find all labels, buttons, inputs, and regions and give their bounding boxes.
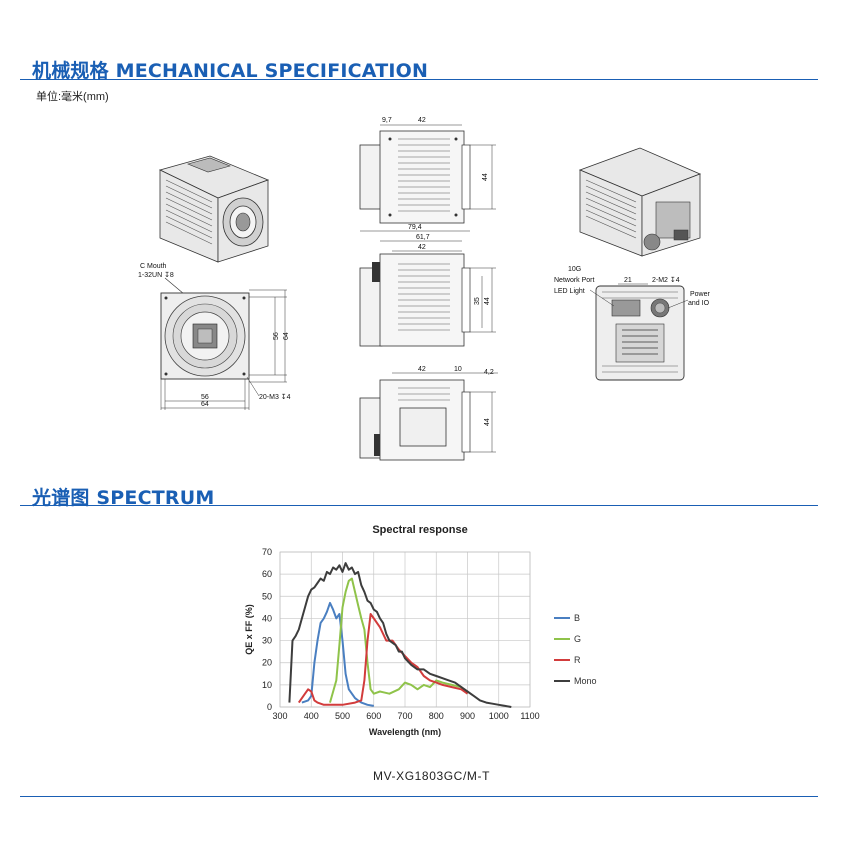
dim-mid-42: 42 — [418, 244, 426, 251]
dim-bot-44: 44 — [484, 418, 491, 426]
dim-9-7: 9,7 — [382, 117, 392, 124]
camera-iso-front-drawing — [158, 155, 270, 263]
back-m2-label: 2-M2 ↧4 — [652, 276, 680, 284]
dim-bot-42: 42 — [418, 366, 426, 373]
dim-top-42: 42 — [418, 117, 426, 124]
dim-mid-44: 44 — [484, 297, 491, 305]
x-tick-label: 1000 — [489, 711, 509, 721]
dim-top-44: 44 — [482, 173, 489, 181]
dim-61-7: 61,7 — [416, 234, 430, 241]
dim-bot-10: 10 — [454, 366, 462, 373]
series-line-mono — [288, 562, 512, 708]
camera-front-view-drawing: C Mouth 1-32UN ↧8 56 64 56 64 20-M3 ↧4 — [138, 263, 291, 410]
plot-frame — [279, 551, 531, 708]
camera-back-view-drawing: 10G Network Port LED Light 21 2-M2 ↧4 Po… — [554, 266, 711, 381]
power-label-2: and IO — [688, 300, 710, 307]
led-label: LED Light — [554, 288, 585, 295]
y-tick-label: 60 — [262, 569, 272, 579]
x-tick-label: 1100 — [520, 711, 539, 721]
spectrum-section-title: 光谱图 SPECTRUM — [32, 487, 215, 509]
x-tick-label: 600 — [366, 711, 381, 721]
x-tick-label: 700 — [397, 711, 412, 721]
camera-iso-back-drawing — [578, 147, 702, 257]
network-label-2: Network Port — [554, 277, 595, 284]
legend-label-b: B — [574, 613, 580, 623]
network-label-1: 10G — [568, 266, 581, 273]
x-tick-label: 400 — [304, 711, 319, 721]
footer-rule — [20, 796, 818, 797]
y-axis-label: QE x FF (%) — [244, 604, 254, 655]
power-label-1: Power — [690, 291, 711, 298]
chart-title: Spectral response — [372, 524, 468, 536]
dim-79-4: 79,4 — [408, 224, 422, 231]
legend-label-r: R — [574, 655, 581, 665]
legend-label-g: G — [574, 634, 581, 644]
chart-svg: 300 400 500 600 700 800 900 1000 1100 0 10 20 30 40 50… — [244, 547, 597, 737]
front-dim-64-vertical: 64 — [283, 332, 290, 340]
legend-label-mono: Mono — [574, 676, 597, 686]
x-tick-label: 900 — [460, 711, 475, 721]
y-tick-label: 20 — [262, 658, 272, 668]
front-dim-64-horizontal: 64 — [201, 401, 209, 408]
spectrum-title-rule — [20, 505, 818, 506]
y-tick-label: 70 — [262, 547, 272, 557]
mechanical-title-rule — [20, 79, 818, 80]
camera-side-view-top-drawing: 9,7 42 44 — [359, 117, 496, 224]
y-tick-label: 50 — [262, 591, 272, 601]
y-tick-label: 10 — [262, 680, 272, 690]
model-number: MV-XG1803GC/M-T — [372, 769, 491, 783]
c-thread-label: 1-32UN ↧8 — [138, 271, 174, 279]
mechanical-section-title: 机械规格 MECHANICAL SPECIFICATION — [32, 60, 429, 82]
m3-hole-label: 20-M3 ↧4 — [259, 393, 291, 401]
series-line-r — [297, 613, 469, 706]
y-tick-label: 40 — [262, 613, 272, 623]
front-dim-56-vertical: 56 — [273, 332, 280, 340]
series-line-b — [301, 601, 374, 707]
dim-bot-4-2: 4,2 — [484, 369, 494, 376]
x-axis-label: Wavelength (nm) — [369, 727, 441, 737]
unit-note: 单位:毫米(mm) — [36, 91, 109, 103]
c-mouth-label: C Mouth — [140, 263, 167, 270]
y-tick-label: 30 — [262, 636, 272, 646]
front-dim-56-horizontal: 56 — [201, 394, 209, 401]
x-tick-label: 500 — [335, 711, 350, 721]
x-tick-label: 800 — [429, 711, 444, 721]
x-tick-label: 300 — [272, 711, 287, 721]
back-dim-21: 21 — [624, 277, 632, 284]
y-tick-label: 0 — [267, 702, 272, 712]
camera-side-view-bottom-drawing: 42 10 4,2 44 — [359, 366, 498, 461]
camera-side-view-mid-drawing: 79,4 61,7 42 35 44 — [359, 224, 496, 347]
dim-mid-35: 35 — [474, 297, 481, 305]
